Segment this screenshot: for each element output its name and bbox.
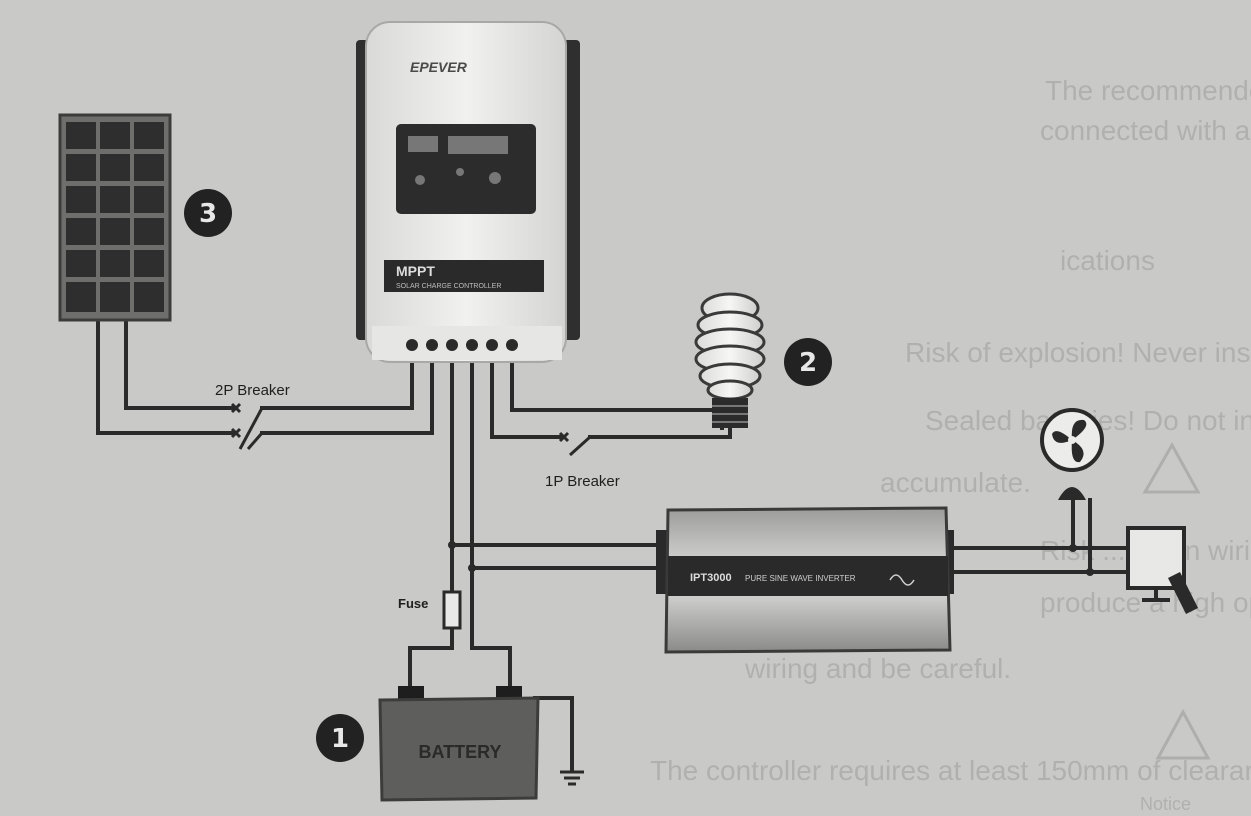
bg-text-line: produce a high open-circuit voltage, dis… (1040, 587, 1251, 618)
ground-wire (533, 696, 574, 772)
step-badge-1: 1 (316, 714, 364, 762)
breaker-1p: 1P Breaker (545, 431, 620, 490)
badge-number: 2 (799, 348, 817, 378)
battery-wire-positive (408, 626, 454, 690)
step-badge-3: 3 (184, 189, 232, 237)
controller-brand: EPEVER (410, 59, 468, 75)
controller-terminals (406, 339, 518, 351)
wiring (96, 316, 1130, 772)
step-badge-2: 2 (784, 338, 832, 386)
warning-icon (1155, 708, 1211, 760)
fuse-label: Fuse (398, 596, 428, 611)
inverter-model: IPT3000 (690, 572, 732, 584)
load-wire (490, 363, 564, 439)
battery: BATTERY (378, 686, 540, 802)
bg-text-line: wiring and be careful. (744, 653, 1011, 684)
ground-icon (560, 770, 584, 786)
solar-panel (58, 113, 172, 322)
load-wire (510, 363, 724, 430)
controller-subtitle: SOLAR CHARGE CONTROLLER (396, 283, 501, 290)
breaker-1p-label: 1P Breaker (545, 473, 620, 490)
inverter: IPT3000 PURE SINE WAVE INVERTER (656, 506, 954, 654)
fuse: Fuse (398, 590, 462, 630)
wire-junctions (448, 541, 1094, 576)
bg-text-line: accumulate. (880, 467, 1031, 498)
battery-wire-negative (470, 363, 512, 690)
bg-text-line: Notice (1140, 794, 1191, 814)
pv-wire-positive (260, 363, 414, 410)
bg-text-line: The recommended battery wire is ... (1045, 75, 1251, 106)
background-page-text: The recommended battery wire is ... conn… (650, 75, 1251, 814)
pv-wire-negative (96, 316, 234, 435)
breaker-2p-label: 2P Breaker (215, 382, 290, 399)
lamp-bulb (694, 292, 766, 428)
mppt-label-plate (384, 260, 544, 292)
fan-icon (1040, 408, 1104, 500)
badge-number: 1 (331, 724, 349, 754)
controller-title: MPPT (396, 263, 435, 279)
bg-text-line: The controller requires at least 150mm o… (650, 755, 1251, 786)
load-wire (588, 426, 732, 439)
bg-text-line: ications (1060, 245, 1155, 276)
badge-number: 3 (199, 199, 217, 229)
pv-wire-negative (260, 363, 434, 435)
pv-wire-positive (124, 316, 234, 410)
breaker-2p: 2P Breaker (215, 382, 290, 450)
battery-label: BATTERY (419, 742, 502, 762)
bg-text-line: Risk of explosion! Never install (905, 337, 1251, 368)
warning-icon (1142, 441, 1201, 494)
bg-text-line: connected with additional inverter (1040, 115, 1251, 146)
inverter-description: PURE SINE WAVE INVERTER (745, 574, 856, 583)
computer-icon (1126, 526, 1198, 614)
mppt-controller: EPEVER MPPT SOLAR CHARGE CONTROLLER (356, 21, 580, 363)
